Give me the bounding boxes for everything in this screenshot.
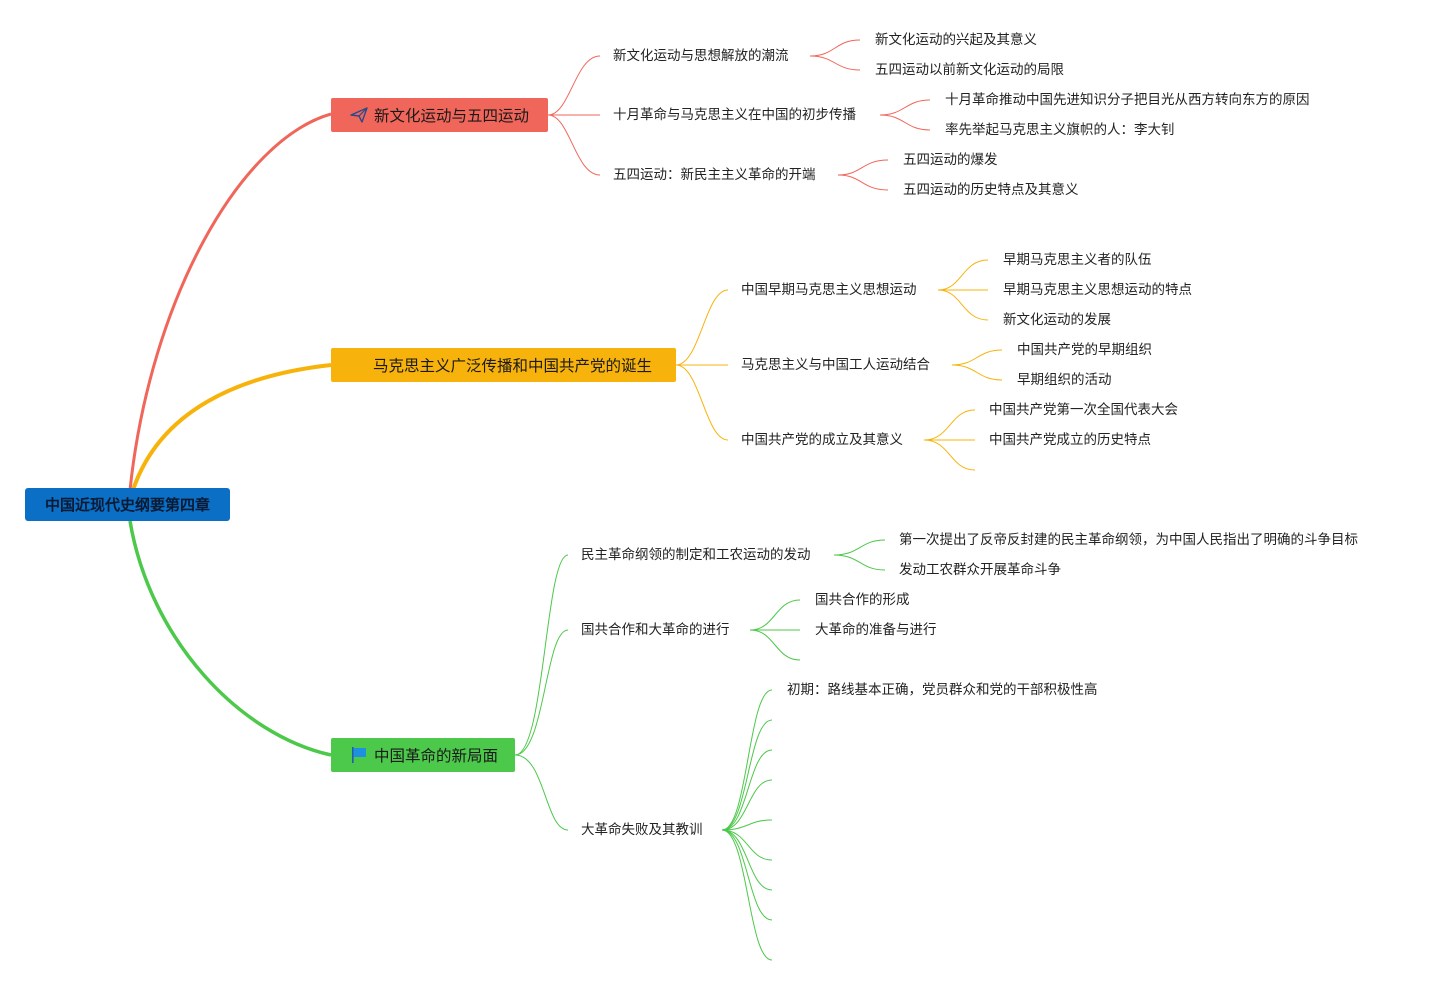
leaf-topic[interactable]: 发动工农群众开展革命斗争: [899, 562, 1061, 578]
connector-root-branch1: [128, 112, 332, 491]
connector-root-branch2: [131, 363, 332, 491]
leaf-topic[interactable]: 新文化运动的兴起及其意义: [875, 32, 1037, 48]
subtopic[interactable]: 十月革命与马克思主义在中国的初步传播: [613, 107, 856, 123]
root-topic[interactable]: 中国近现代史纲要第四章: [25, 488, 230, 521]
branch-topic-new-culture[interactable]: 新文化运动与五四运动: [331, 98, 548, 132]
subtopic[interactable]: 民主革命纲领的制定和工农运动的发动: [581, 547, 811, 563]
leaf-topic[interactable]: 第一次提出了反帝反封建的民主革命纲领，为中国人民指出了明确的斗争目标: [899, 532, 1358, 548]
leaf-topic[interactable]: 中国共产党成立的历史特点: [989, 432, 1151, 448]
leaf-topic[interactable]: 早期马克思主义者的队伍: [1003, 252, 1152, 268]
subtopic[interactable]: 五四运动：新民主主义革命的开端: [613, 167, 816, 183]
leaf-topic[interactable]: 早期马克思主义思想运动的特点: [1003, 282, 1192, 298]
branch-topic-marxism[interactable]: 马克思主义广泛传播和中国共产党的诞生: [331, 348, 676, 382]
branch-topic-label: 中国革命的新局面: [374, 747, 499, 765]
leaf-topic[interactable]: 新文化运动的发展: [1003, 312, 1111, 328]
connector-root-branch3: [128, 520, 332, 757]
subtopic[interactable]: 马克思主义与中国工人运动结合: [741, 357, 930, 373]
leaf-topic[interactable]: 率先举起马克思主义旗帜的人：李大钊: [945, 122, 1175, 138]
subtopic[interactable]: 中国早期马克思主义思想运动: [741, 282, 917, 298]
leaf-topic[interactable]: 五四运动的爆发: [903, 152, 998, 168]
subtopic[interactable]: 大革命失败及其教训: [581, 822, 703, 838]
leaf-topic[interactable]: 十月革命推动中国先进知识分子把目光从西方转向东方的原因: [945, 92, 1310, 108]
leaf-topic[interactable]: 五四运动以前新文化运动的局限: [875, 62, 1064, 78]
subtopic[interactable]: 中国共产党的成立及其意义: [741, 432, 903, 448]
subtopic[interactable]: 新文化运动与思想解放的潮流: [613, 48, 789, 64]
leaf-topic[interactable]: 大革命的准备与进行: [815, 622, 937, 638]
branch-topic-new-situation[interactable]: 中国革命的新局面: [331, 738, 515, 772]
leaf-topic[interactable]: 中国共产党第一次全国代表大会: [989, 402, 1178, 418]
leaf-topic[interactable]: 国共合作的形成: [815, 592, 910, 608]
paper-plane-icon: [349, 105, 369, 125]
blue-flag-icon: [349, 745, 369, 765]
branch-topic-label: 新文化运动与五四运动: [374, 107, 530, 125]
branch-topic-label: 马克思主义广泛传播和中国共产党的诞生: [373, 357, 653, 375]
subtopic[interactable]: 国共合作和大革命的进行: [581, 622, 730, 638]
leaf-topic[interactable]: 中国共产党的早期组织: [1017, 342, 1152, 358]
leaf-topic[interactable]: 初期：路线基本正确，党员群众和党的干部积极性高: [787, 682, 1098, 698]
leaf-topic[interactable]: 五四运动的历史特点及其意义: [903, 182, 1079, 198]
root-topic-label: 中国近现代史纲要第四章: [44, 496, 210, 514]
leaf-topic[interactable]: 早期组织的活动: [1017, 372, 1112, 388]
